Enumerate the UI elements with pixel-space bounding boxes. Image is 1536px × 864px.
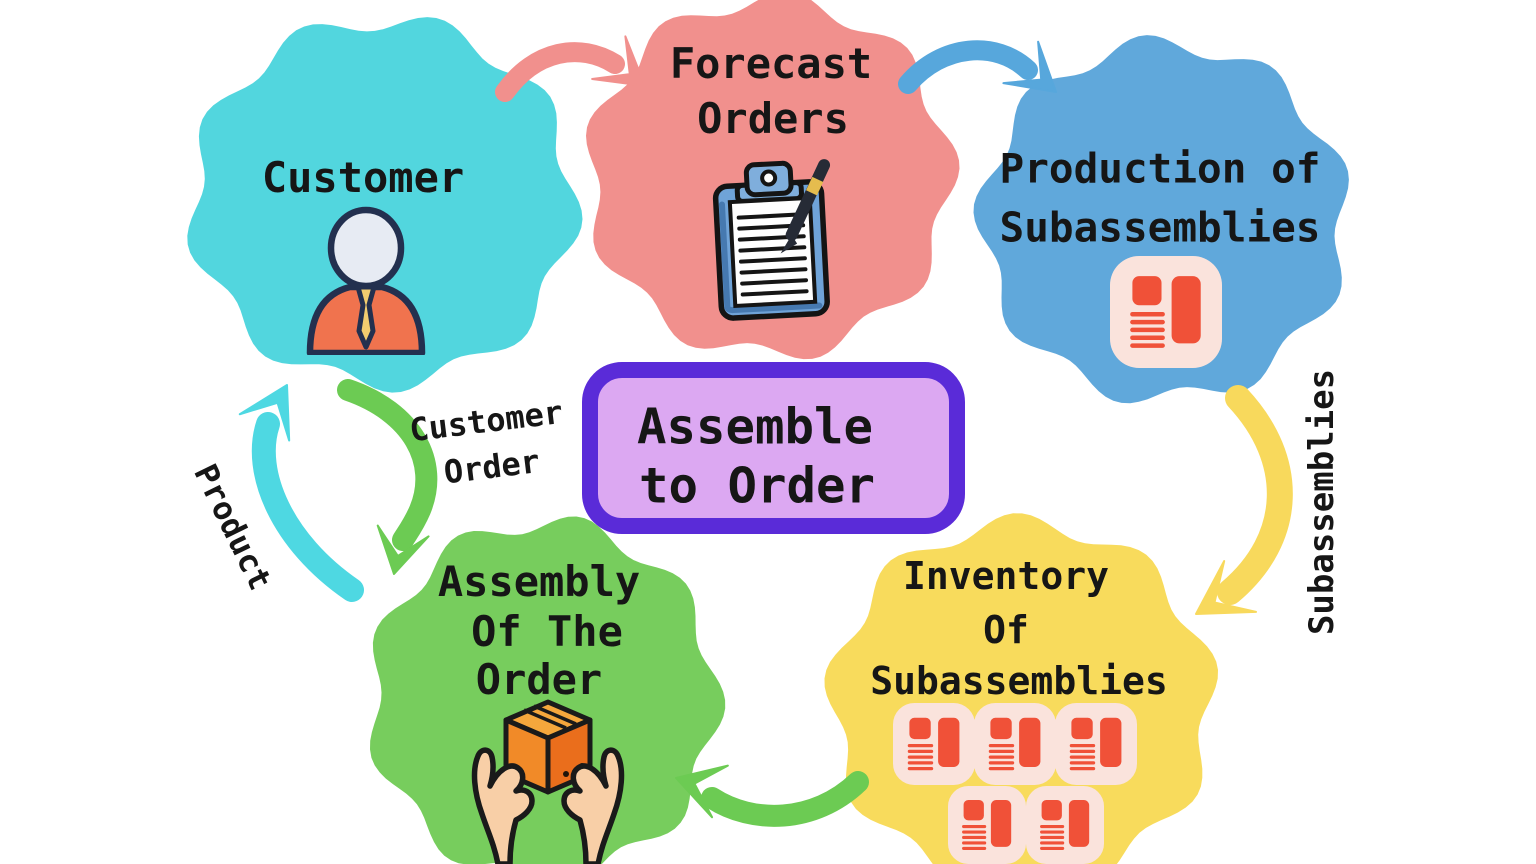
production-label-line2: Subassemblies — [999, 203, 1321, 252]
production-to-inventory-arrowhead — [1195, 560, 1257, 615]
subassembly-doc-icon — [1110, 256, 1222, 368]
subassembly-doc-icon — [893, 703, 975, 785]
production-to-inventory-arrow — [1217, 385, 1293, 605]
clipboard-pen-icon — [712, 159, 831, 321]
customer-to-forecast-arrowhead — [591, 35, 646, 87]
forecast-orders-label-line1: Forecast — [669, 39, 873, 88]
customer-order-edge-label: Customer Order — [407, 392, 565, 492]
assembly-to-customer-arrowhead — [238, 384, 291, 442]
inventory-to-assembly-arrow — [701, 771, 869, 827]
assembly-to-customer-arrow — [251, 412, 364, 602]
hands-box-icon — [471, 699, 628, 864]
subassembly-doc-icon — [1055, 703, 1137, 785]
forecast-to-production-arrowhead — [1002, 40, 1057, 93]
subassembly-doc-icon — [948, 786, 1026, 864]
subassemblies-edge-label: Subassemblies — [1302, 368, 1342, 636]
forecast-to-production-arrow — [898, 40, 1038, 94]
production-label-line1: Production of — [999, 144, 1321, 193]
subassembly-doc-icon — [1026, 786, 1104, 864]
forecast-orders-label-line2: Orders — [697, 94, 849, 143]
assemble-to-order-box — [582, 362, 965, 534]
assembly-label-line3: Order — [475, 655, 603, 704]
production-blob — [973, 35, 1349, 404]
customer-to-assembly-arrowhead — [376, 524, 430, 575]
assembly-label-line1: Assembly — [437, 557, 641, 606]
customer-to-forecast-arrow — [495, 42, 625, 102]
inventory-to-assembly-arrowhead — [675, 764, 729, 819]
center-box-line2: to Order — [638, 457, 876, 515]
customer-label: Customer — [261, 153, 465, 202]
inventory-label-line1: Inventory — [903, 554, 1109, 598]
customer-blob — [187, 17, 583, 393]
customer-to-assembly-arrow — [337, 379, 438, 551]
inventory-label-line2: Of — [983, 608, 1029, 652]
assembly-blob — [370, 516, 726, 864]
inventory-label-line3: Subassemblies — [870, 659, 1168, 703]
assembly-label-line2: Of The — [471, 607, 623, 656]
person-icon — [306, 206, 426, 355]
center-box-line1: Assemble — [636, 398, 874, 456]
subassembly-doc-icon — [974, 703, 1056, 785]
